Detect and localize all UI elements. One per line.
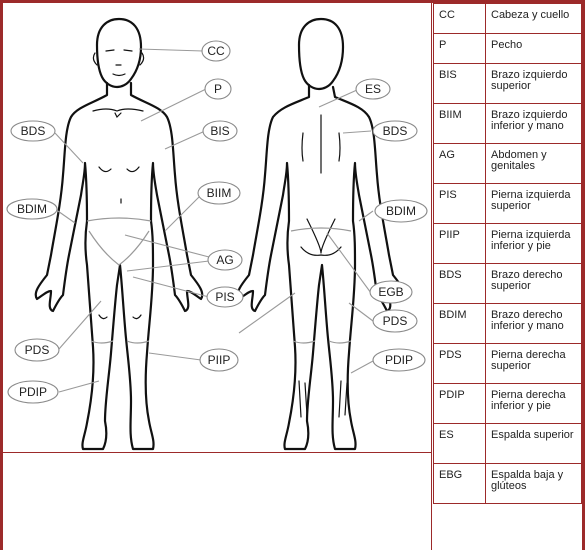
legend-desc: Abdomen y genitales [486, 144, 582, 184]
label-pds-back: PDS [373, 310, 417, 332]
label-pdip-front-text: PDIP [19, 385, 47, 399]
label-bds-front-text: BDS [21, 124, 46, 138]
legend-code: EBG [434, 464, 486, 504]
legend-code: CC [434, 4, 486, 34]
front-figure [36, 19, 203, 449]
legend-code: BIS [434, 64, 486, 104]
label-pdip-back: PDIP [373, 349, 425, 371]
label-ag: AG [208, 250, 242, 270]
label-bdim-front-text: BDIM [17, 202, 47, 216]
label-bis: BIS [203, 121, 237, 141]
label-cc-text: CC [207, 44, 225, 58]
legend-code: BDIM [434, 304, 486, 344]
legend-desc: Pierna derecha inferior y pie [486, 384, 582, 424]
label-bds-back-text: BDS [383, 124, 408, 138]
label-pis: PIS [207, 287, 243, 307]
label-bds-back: BDS [373, 121, 417, 141]
legend-desc: Espalda baja y glúteos [486, 464, 582, 504]
legend-code: PDS [434, 344, 486, 384]
label-bdim-back-text: BDIM [386, 204, 416, 218]
label-pds-front: PDS [15, 339, 59, 361]
legend-code: BDS [434, 264, 486, 304]
body-diagram: CC P BDS BIS BDIM BIIM [3, 3, 431, 452]
empty-cell [3, 453, 432, 550]
legend-code: P [434, 34, 486, 64]
label-egb-text: EGB [378, 285, 403, 299]
label-biim-text: BIIM [207, 186, 232, 200]
label-pds-back-text: PDS [383, 314, 408, 328]
label-cc: CC [202, 41, 230, 61]
label-bdim-back: BDIM [375, 200, 427, 222]
legend-code: ES [434, 424, 486, 464]
label-egb: EGB [370, 281, 412, 303]
legend-desc: Brazo derecho superior [486, 264, 582, 304]
label-pis-text: PIS [215, 290, 234, 304]
diagram-panel: CC P BDS BIS BDIM BIIM [3, 3, 432, 550]
legend-desc: Espalda superior [486, 424, 582, 464]
label-piip-text: PIIP [208, 353, 231, 367]
label-bis-text: BIS [210, 124, 229, 138]
label-p-text: P [214, 82, 222, 96]
label-pds-front-text: PDS [25, 343, 50, 357]
label-pdip-front: PDIP [8, 381, 58, 403]
legend-desc: Brazo derecho inferior y mano [486, 304, 582, 344]
legend-desc: Brazo izquierdo superior [486, 64, 582, 104]
label-ag-text: AG [216, 253, 233, 267]
label-es-text: ES [365, 82, 381, 96]
label-pdip-back-text: PDIP [385, 353, 413, 367]
legend-desc: Pierna derecha superior [486, 344, 582, 384]
leader-lines [55, 49, 373, 392]
legend-desc: Pierna izquierda superior [486, 184, 582, 224]
label-bdim-front: BDIM [7, 199, 57, 219]
legend-desc: Pecho [486, 34, 582, 64]
legend-code: PIIP [434, 224, 486, 264]
label-biim: BIIM [198, 182, 240, 204]
label-es: ES [356, 79, 390, 99]
label-bds-front: BDS [11, 121, 55, 141]
legend-desc: Cabeza y cuello [486, 4, 582, 34]
legend-code: PDIP [434, 384, 486, 424]
legend-code: PIS [434, 184, 486, 224]
label-p: P [205, 79, 231, 99]
label-piip: PIIP [200, 349, 238, 371]
legend-desc: Pierna izquierda inferior y pie [486, 224, 582, 264]
body-diagram-cell: CC P BDS BIS BDIM BIIM [3, 3, 432, 453]
legend-code: AG [434, 144, 486, 184]
legend-code: BIIM [434, 104, 486, 144]
legend-desc: Brazo izquierdo inferior y mano [486, 104, 582, 144]
